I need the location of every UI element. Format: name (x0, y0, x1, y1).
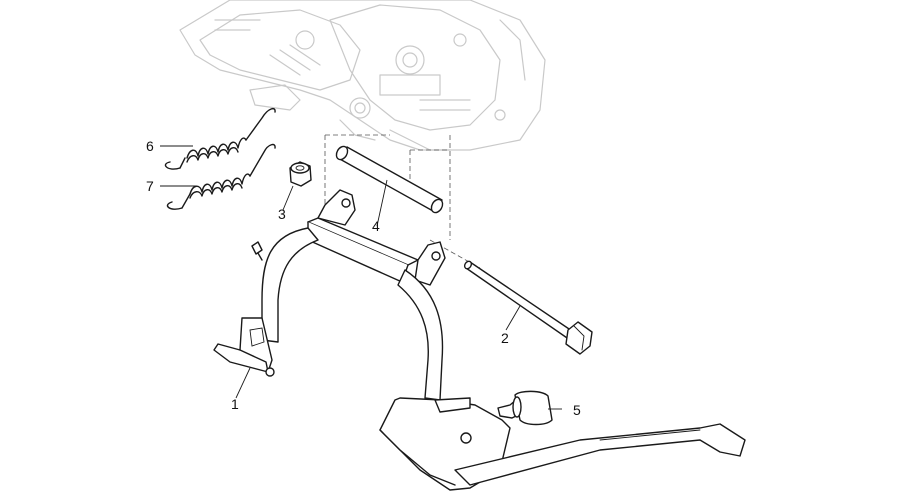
callout-2: 2 (501, 330, 509, 346)
callout-4: 4 (372, 218, 380, 234)
callout-7: 7 (146, 178, 154, 194)
callout-1: 1 (231, 396, 239, 412)
nut (289, 161, 312, 187)
callout-labels: 6 7 3 4 2 5 1 (146, 138, 581, 418)
callout-5: 5 (573, 402, 581, 418)
rubber-bumper (497, 390, 553, 426)
callout-6: 6 (146, 138, 154, 154)
sleeve-tube (335, 145, 444, 214)
spring-upper (164, 107, 276, 170)
engine-crankcase-ghost (179, 0, 546, 151)
pivot-bolt (463, 260, 593, 355)
callout-3: 3 (278, 206, 286, 222)
leader-lines (160, 145, 562, 410)
center-stand (213, 189, 746, 491)
spring-lower (166, 143, 276, 210)
